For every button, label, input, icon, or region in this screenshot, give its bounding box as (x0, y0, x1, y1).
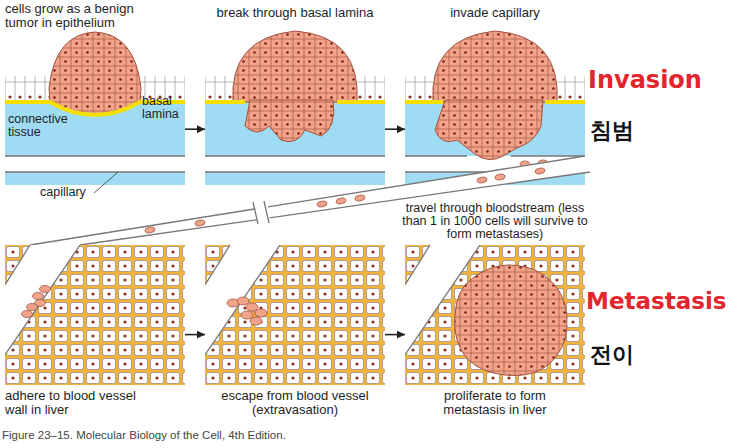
stage-title-korean: 전이 (590, 342, 710, 368)
tumor-cell (237, 297, 249, 305)
tumor-mass (233, 31, 357, 102)
stage-panel: adhere to blood vessel wall in liver (5, 245, 185, 385)
basal-lamina (405, 100, 585, 104)
vessel-lumen (5, 245, 80, 355)
flow-arrow (185, 128, 205, 130)
extravasating-cells (227, 297, 267, 325)
capillary-lumen (5, 156, 185, 172)
tumor-cell (241, 311, 253, 319)
tumor-cell (535, 167, 546, 174)
panel-caption: escape from blood vessel (extravasation) (205, 389, 385, 417)
stage-panel: proliferate to form metastasis in liver (405, 245, 585, 385)
tumor-mass (49, 32, 141, 115)
tissue-label: connective tissue (8, 113, 80, 139)
band-break (254, 200, 271, 228)
part-label: basal lamina (142, 95, 186, 121)
tumor-cell (495, 173, 506, 180)
panel-caption: proliferate to form metastasis in liver (425, 389, 565, 417)
liver-tissue (405, 245, 585, 385)
panel-caption: invade capillary (405, 6, 585, 20)
stage-title: Invasion (588, 66, 738, 94)
flow-arrow (185, 334, 205, 336)
part-label: capillary (40, 186, 100, 199)
panel-caption: break through basal lamina (205, 6, 385, 20)
connective-tissue (205, 100, 385, 185)
invading-cells (435, 100, 543, 160)
tumor-cell (27, 304, 38, 311)
metastasis-mass (455, 265, 567, 376)
stage-title: Metastasis (586, 287, 741, 315)
vessel-wall (5, 245, 80, 355)
tumor-cell (336, 197, 347, 204)
tumor-cell (477, 176, 488, 183)
tumor-cell (40, 286, 51, 293)
liver-tissue (5, 245, 185, 385)
stage-panel: break through basal lamina (205, 30, 385, 185)
leader-line (94, 172, 118, 193)
panel-caption: cells grow as a benign tumor in epitheli… (5, 2, 170, 30)
tumor-mass (433, 31, 557, 102)
note-label: travel through bloodstream (less than 1 … (395, 202, 595, 241)
panel-caption: adhere to blood vessel wall in liver (5, 389, 155, 417)
flow-arrow (385, 128, 405, 130)
basal-lamina (205, 100, 385, 104)
vessel-lumen (205, 245, 280, 355)
liver-tissue (205, 245, 385, 385)
tumor-cell (195, 219, 206, 226)
tumor-cell (355, 194, 366, 201)
tumor-cell (145, 226, 156, 233)
tumor-cell (255, 309, 267, 317)
tumor-cell (250, 317, 262, 325)
stage-title-korean: 침범 (590, 118, 710, 144)
flow-arrow (385, 334, 405, 336)
vessel-wall (205, 245, 280, 355)
capillary-lumen (205, 156, 385, 172)
tumor-cell (22, 311, 33, 318)
break-mark (253, 201, 269, 224)
tumor-cell (317, 200, 328, 207)
stage-panel: escape from blood vessel (extravasation) (205, 245, 385, 385)
capillary-wall (5, 156, 185, 172)
tumor-cell (246, 303, 258, 311)
capillary-wall (205, 156, 385, 172)
stage-panel: invade capillary (405, 30, 585, 185)
adherent-cells (22, 286, 51, 318)
invading-cells (245, 100, 334, 142)
tumor-cell (33, 293, 44, 300)
figure-caption: Figure 23–15. Molecular Biology of the C… (2, 429, 286, 442)
